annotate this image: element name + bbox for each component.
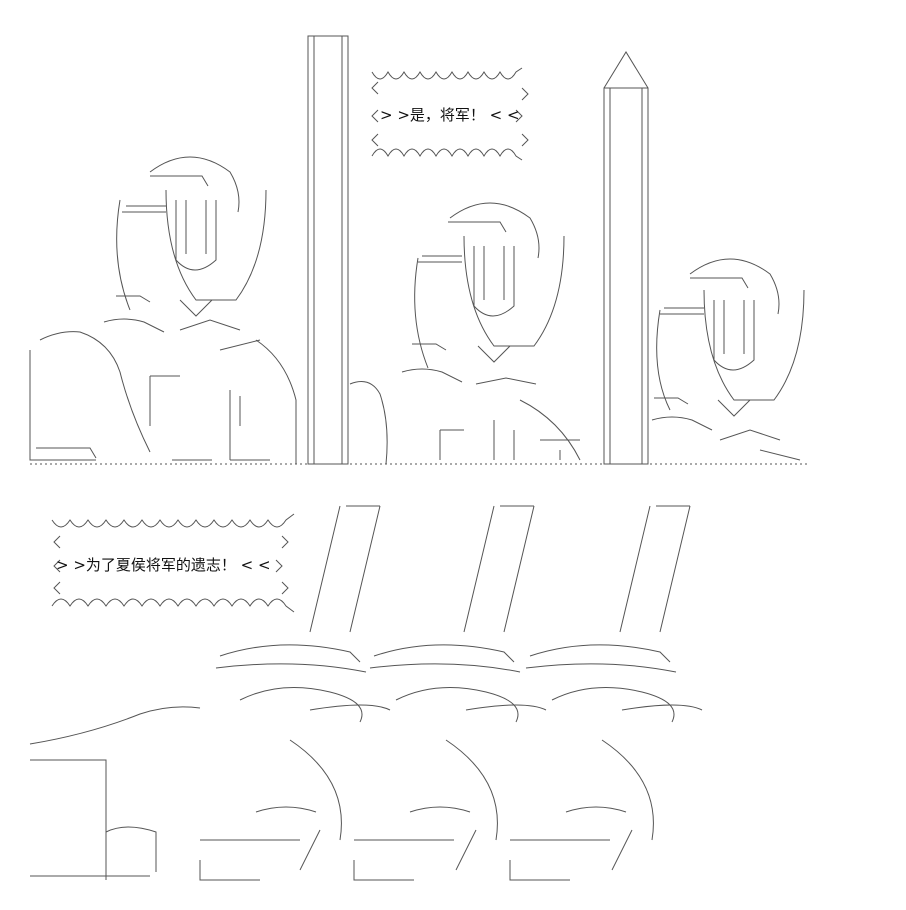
speech-bubble-top: [371, 67, 529, 161]
raised-arm-3: [509, 505, 703, 881]
soldier-figure-3: [651, 258, 805, 461]
foreground-figure: [29, 706, 201, 880]
speech-text-top: > >是，将军！ < <: [380, 106, 520, 124]
raised-arm-1: [199, 505, 391, 881]
pole-left: [307, 35, 349, 465]
pole-right: [603, 51, 649, 465]
speech-text-bottom: > >为了夏侯将军的遗志！ < <: [56, 556, 271, 574]
speech-bubble-bottom: [51, 513, 295, 613]
soldier-figure-1: [29, 156, 297, 464]
soldier-figure-2: [349, 202, 581, 465]
raised-arm-2: [353, 505, 547, 881]
